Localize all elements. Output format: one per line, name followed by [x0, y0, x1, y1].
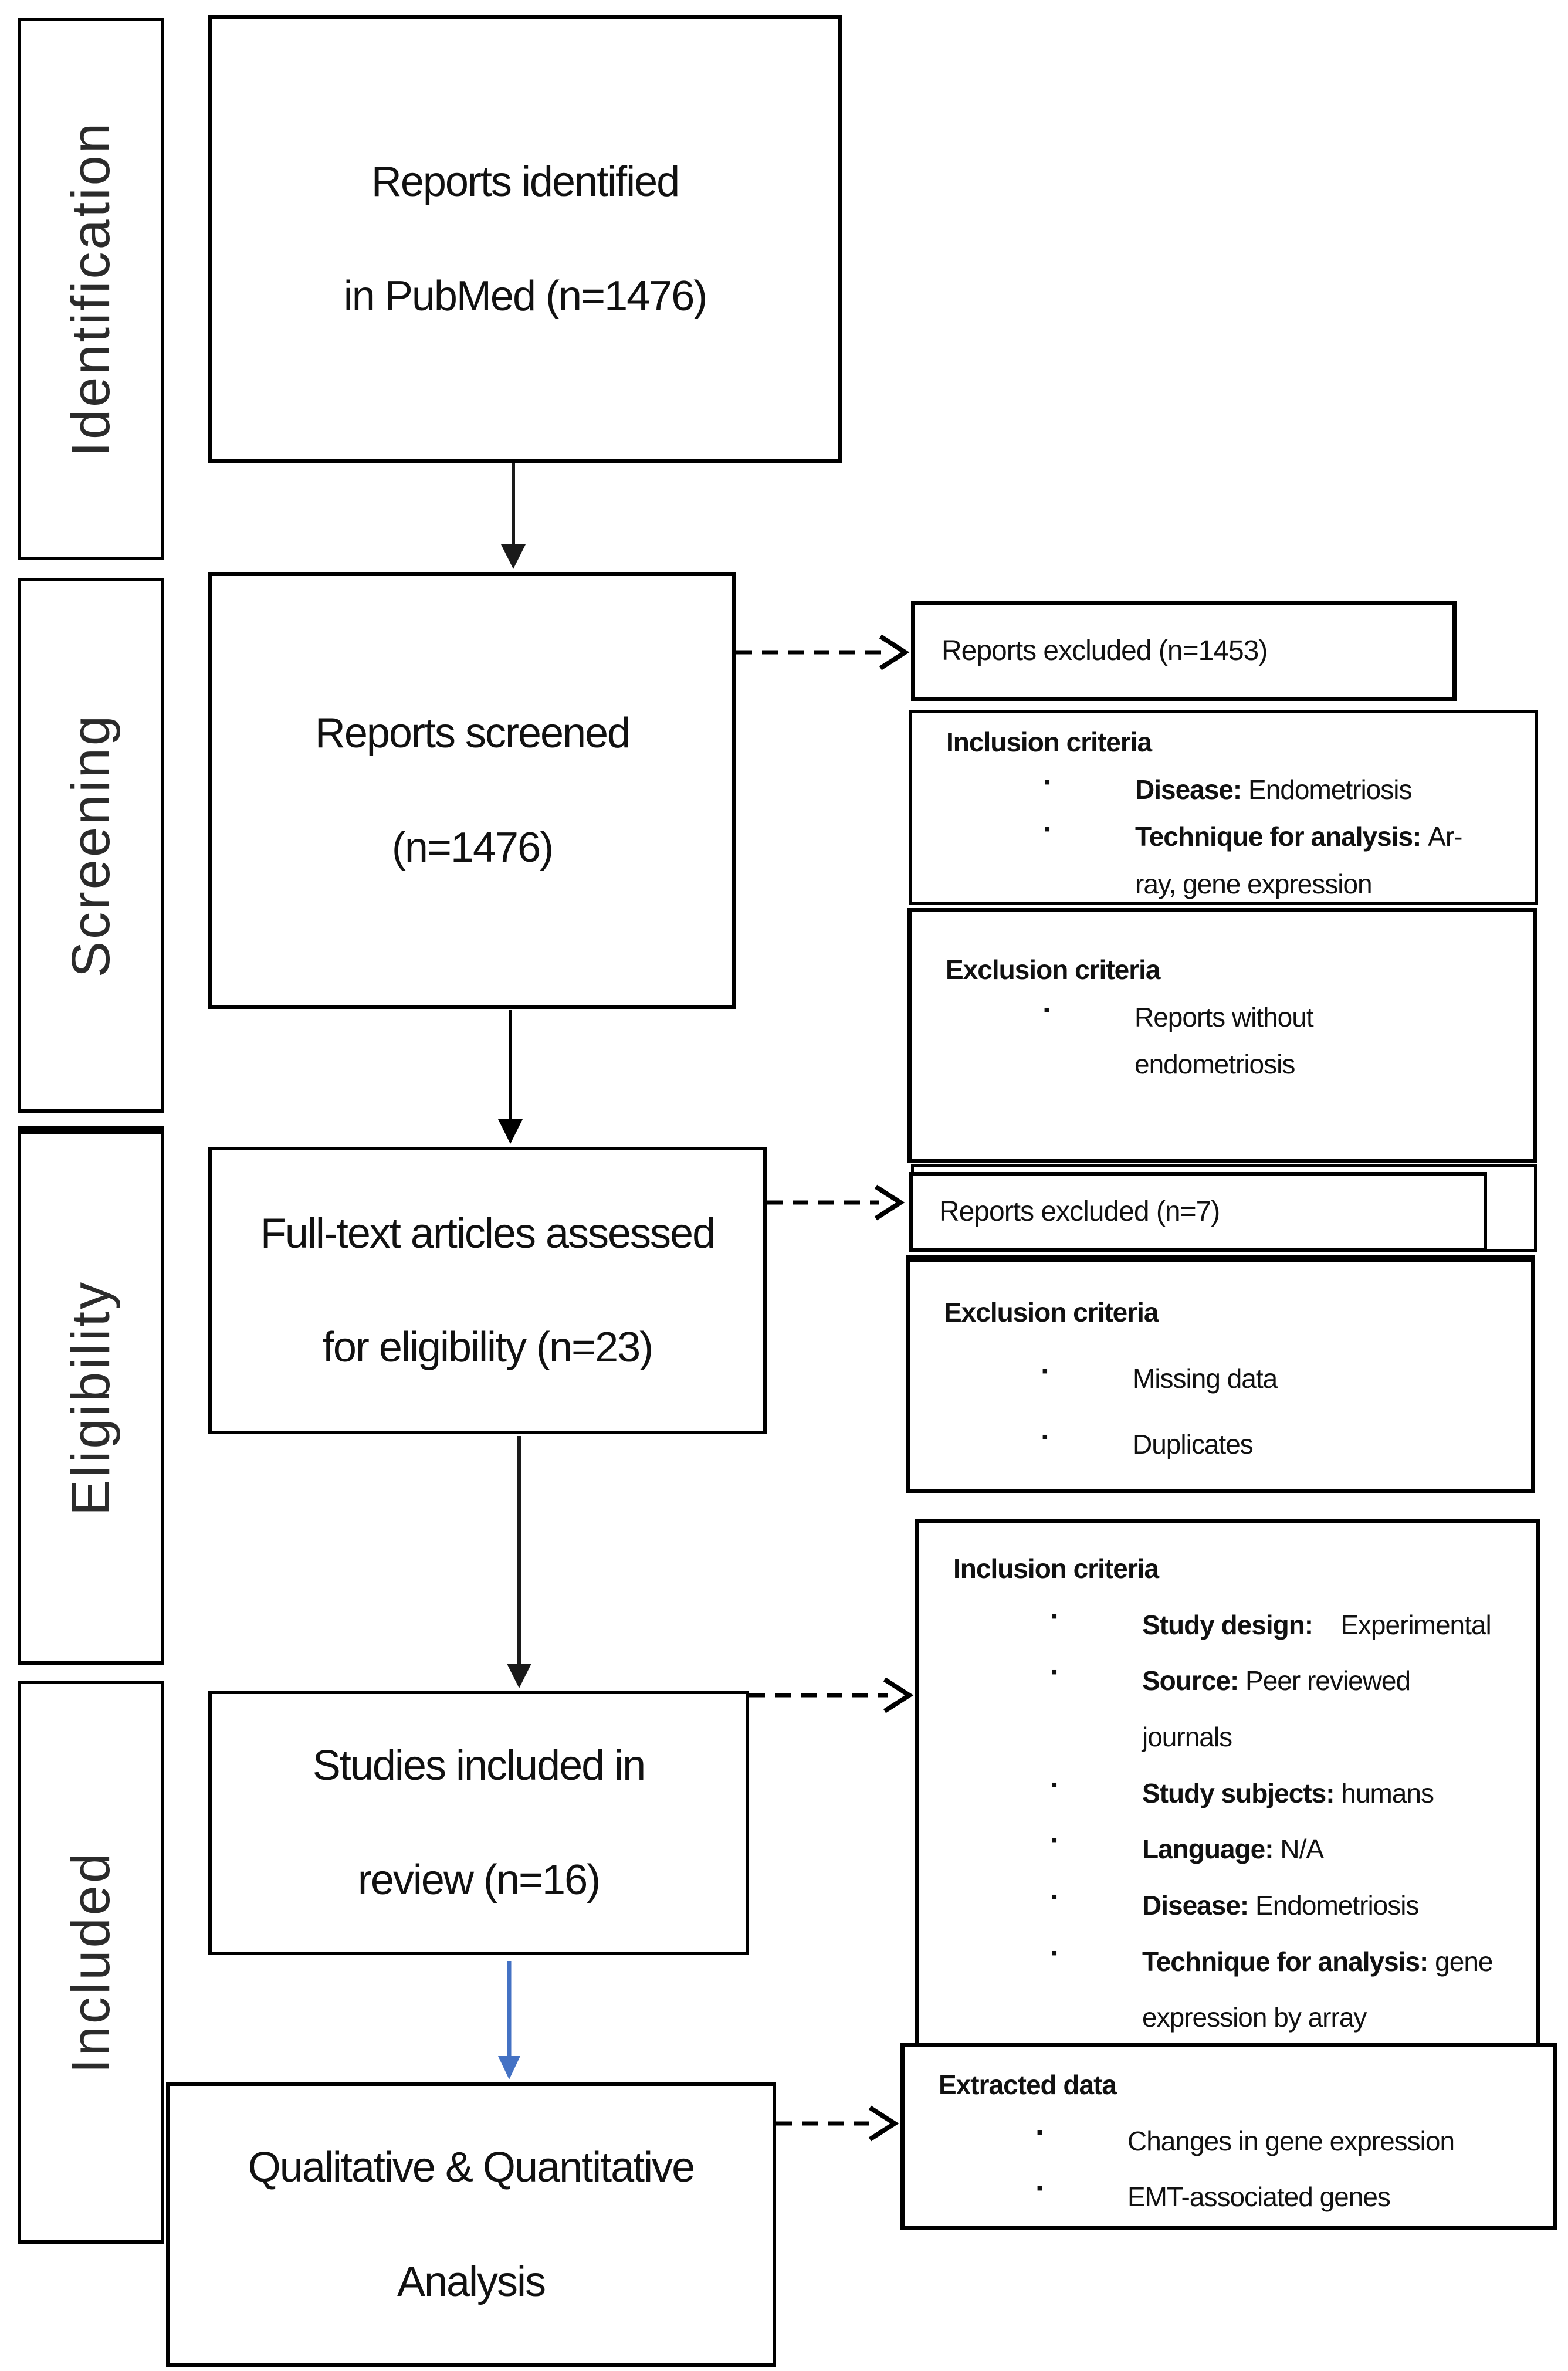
criteria-item: ▪ Study design: Experimental [919, 1597, 1536, 1654]
arrow-identified-to-screened [501, 463, 526, 569]
criteria-item-value: Ar- ray, gene expression [1135, 821, 1462, 899]
criteria-item-value: N/A [1280, 1834, 1324, 1865]
dashed-arrow-included-to-criteria [749, 1677, 914, 1713]
bullet-icon: ▪ [1044, 1000, 1050, 1019]
criteria-item-value: Endometriosis [1248, 774, 1412, 805]
criteria-item: ▪ Duplicates [910, 1421, 1531, 1468]
box-studies-included-line1: Studies included in [312, 1742, 646, 1790]
criteria-item-label: Technique for analysis: [1135, 821, 1428, 852]
bullet-icon: ▪ [1037, 2122, 1043, 2142]
bullet-icon: ▪ [1051, 1774, 1058, 1794]
box-fulltext-assessed-line2: for eligibility (n=23) [322, 1324, 653, 1371]
phase-included-label: Included [60, 1851, 121, 2074]
box-extracted-data: Extracted data ▪ Changes in gene express… [900, 2043, 1557, 2230]
box-reports-identified-line2: in PubMed (n=1476) [343, 272, 707, 320]
criteria-item: ▪ Missing data [910, 1355, 1531, 1403]
bullet-icon: ▪ [1051, 1943, 1058, 1963]
bullet-icon: ▪ [1051, 1831, 1058, 1851]
inclusion-criteria-screening-title: Inclusion criteria [946, 727, 1152, 757]
exclusion-criteria-eligibility-title: Exclusion criteria [944, 1297, 1159, 1327]
criteria-item: ▪ Disease: Endometriosis [912, 766, 1535, 814]
bullet-icon: ▪ [1051, 1606, 1058, 1626]
box-inclusion-criteria-included: Inclusion criteria ▪ Study design: Exper… [915, 1519, 1540, 2075]
bullet-icon: ▪ [1051, 1887, 1058, 1907]
criteria-item: ▪ Technique for analysis: gene expressio… [919, 1934, 1536, 2046]
bullet-icon: ▪ [1037, 2179, 1043, 2199]
criteria-item: ▪ Disease: Endometriosis [919, 1878, 1536, 1934]
criteria-item: ▪ Study subjects: humans [919, 1766, 1536, 1822]
criteria-item-label: Disease: [1142, 1890, 1256, 1921]
box-inclusion-criteria-screening: Inclusion criteria ▪ Disease: Endometrio… [909, 710, 1538, 905]
phase-identification-label: Identification [60, 121, 121, 457]
criteria-item-value: Experimental [1319, 1609, 1491, 1640]
box-reports-identified-line1: Reports identified [371, 158, 680, 206]
criteria-item-value: Missing data [1133, 1363, 1278, 1394]
box-reports-identified: Reports identified in PubMed (n=1476) [208, 15, 842, 463]
phase-eligibility-label: Eligibility [60, 1280, 121, 1516]
box-reports-excluded-eligibility: Reports excluded (n=7) [909, 1172, 1487, 1252]
bullet-icon: ▪ [1044, 772, 1051, 792]
box-reports-excluded-screening: Reports excluded (n=1453) [911, 601, 1457, 701]
criteria-item-label: Source: [1142, 1665, 1246, 1696]
phase-screening-label: Screening [60, 713, 121, 978]
bullet-icon: ▪ [1051, 1662, 1058, 1682]
arrow-screened-to-fulltext [498, 1010, 523, 1144]
box-qual-quant-analysis: Qualitative & Quantitative Analysis [166, 2082, 776, 2367]
criteria-item-value: Reports without endometriosis [1134, 1001, 1314, 1080]
inclusion-criteria-included-title: Inclusion criteria [953, 1553, 1159, 1584]
dashed-arrow-analysis-to-extracted [776, 2105, 899, 2142]
bullet-icon: ▪ [1042, 1427, 1048, 1447]
phase-screening: Screening [18, 578, 164, 1113]
criteria-item-label: Disease: [1135, 774, 1249, 805]
box-studies-included-line2: review (n=16) [357, 1856, 601, 1903]
criteria-item-value: Changes in gene expression [1127, 2125, 1455, 2156]
criteria-item: ▪ Technique for analysis: Ar- ray, gene … [912, 813, 1535, 907]
box-studies-included: Studies included in review (n=16) [208, 1691, 749, 1955]
phase-identification: Identification [18, 18, 164, 560]
phase-included: Included [18, 1681, 164, 2244]
criteria-item-value: EMT-associated genes [1127, 2182, 1391, 2213]
criteria-item: ▪ Changes in gene expression [905, 2113, 1553, 2170]
reports-excluded-screening-text: Reports excluded (n=1453) [942, 635, 1268, 666]
box-fulltext-assessed-line1: Full-text articles assessed [260, 1210, 716, 1257]
dashed-arrow-fulltext-to-excluded [767, 1184, 905, 1221]
criteria-item-value: Duplicates [1133, 1429, 1254, 1459]
box-reports-screened-line2: (n=1476) [391, 824, 554, 871]
criteria-item-label: Technique for analysis: [1142, 1946, 1435, 1977]
arrow-fulltext-to-included [507, 1436, 531, 1688]
criteria-item-value: gene expression by array [1142, 1946, 1494, 2033]
bullet-icon: ▪ [1042, 1361, 1048, 1381]
box-exclusion-criteria-eligibility: Exclusion criteria ▪ Missing data ▪ Dupl… [906, 1255, 1535, 1493]
box-exclusion-criteria-screening: Exclusion criteria ▪ Reports without end… [907, 908, 1537, 1163]
criteria-item-value: Endometriosis [1255, 1890, 1419, 1921]
criteria-item-value: humans [1341, 1777, 1434, 1808]
box-fulltext-assessed: Full-text articles assessed for eligibil… [208, 1147, 767, 1434]
extracted-data-title: Extracted data [939, 2069, 1117, 2100]
criteria-item: ▪ Language: N/A [919, 1821, 1536, 1878]
arrow-included-to-analysis-blue [498, 1961, 520, 2079]
criteria-item-label: Study design: [1142, 1609, 1320, 1640]
dashed-arrow-screened-to-excluded [736, 634, 910, 670]
box-reports-screened: Reports screened (n=1476) [208, 572, 736, 1009]
bullet-icon: ▪ [1044, 819, 1051, 839]
box-qual-quant-analysis-line1: Qualitative & Quantitative [248, 2144, 695, 2192]
criteria-item: ▪ Source: Peer reviewed journals [919, 1653, 1536, 1765]
criteria-item: ▪ EMT-associated genes [905, 2169, 1553, 2226]
criteria-item: ▪ Reports without endometriosis [912, 994, 1533, 1088]
box-qual-quant-analysis-line2: Analysis [397, 2258, 546, 2305]
criteria-item-label: Study subjects: [1142, 1777, 1342, 1808]
exclusion-criteria-screening-title: Exclusion criteria [946, 954, 1161, 985]
reports-excluded-eligibility-text: Reports excluded (n=7) [939, 1196, 1220, 1227]
box-reports-screened-line1: Reports screened [314, 710, 631, 757]
criteria-item-label: Language: [1142, 1834, 1281, 1865]
criteria-item-value: Peer reviewed journals [1142, 1665, 1411, 1753]
phase-eligibility: Eligibility [18, 1126, 164, 1665]
